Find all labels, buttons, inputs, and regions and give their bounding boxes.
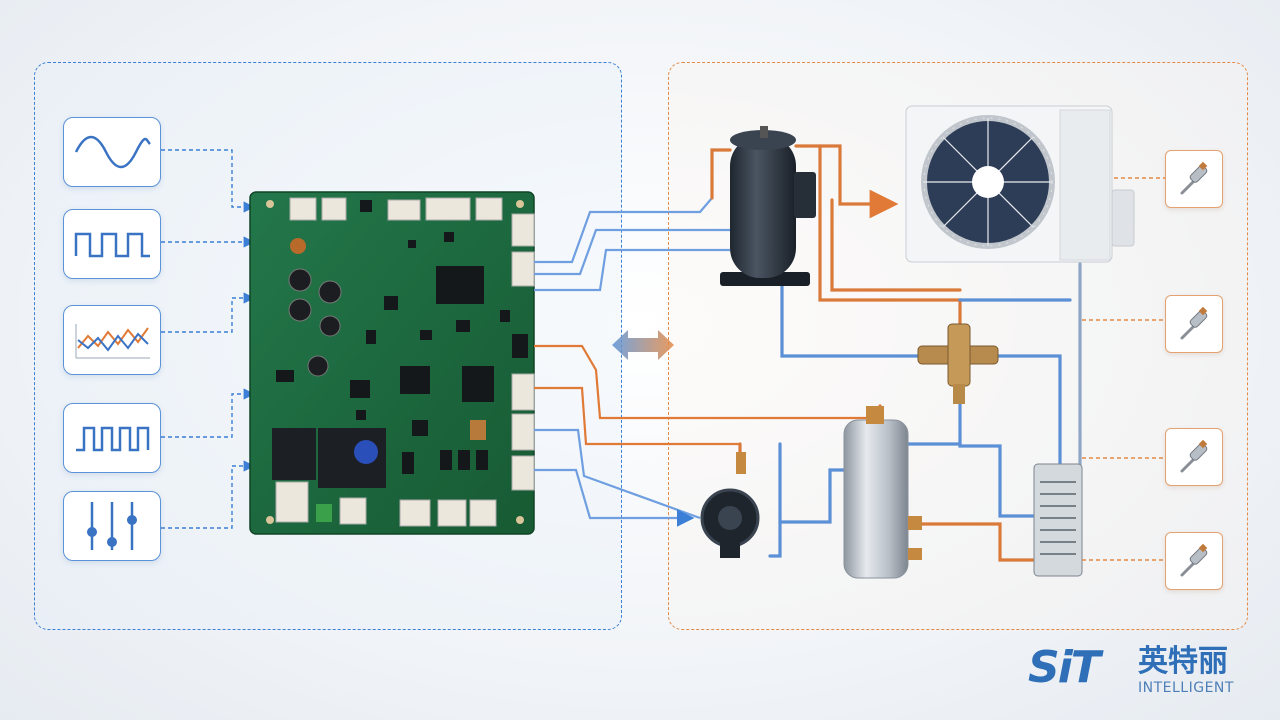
analog-multi-signal-card xyxy=(63,305,161,375)
pulse-wave-card xyxy=(63,403,161,473)
sensor-card xyxy=(1165,428,1223,486)
sensor-connectors xyxy=(1082,177,1165,561)
control-cables xyxy=(534,197,870,527)
plate-heat-exchanger xyxy=(1033,463,1083,577)
temperature-probe-icon xyxy=(1180,161,1208,195)
sine-wave-card xyxy=(63,117,161,187)
logo-name-en: INTELLIGENT xyxy=(1138,680,1234,696)
temperature-probe-icon xyxy=(1180,439,1208,473)
bidirectional-arrow-icon xyxy=(612,330,674,360)
pipes xyxy=(710,144,1082,562)
square-wave-card xyxy=(63,209,161,279)
sensor-card xyxy=(1165,532,1223,590)
sine-wave-icon xyxy=(74,135,151,169)
logo-mark: SiT xyxy=(1028,642,1101,693)
company-logo: SiT 英特丽 INTELLIGENT xyxy=(1028,642,1264,702)
temperature-probe-icon xyxy=(1180,306,1208,340)
compressor xyxy=(720,126,816,286)
signal-connectors xyxy=(161,149,255,529)
sensor-card xyxy=(1165,295,1223,353)
four-way-valve xyxy=(917,323,999,404)
sensor-card xyxy=(1165,150,1223,208)
slider-adjust-icon xyxy=(87,502,137,550)
square-wave-icon xyxy=(74,232,150,258)
logo-name-cn: 英特丽 xyxy=(1138,644,1228,679)
pulse-wave-icon xyxy=(76,426,150,452)
control-board xyxy=(249,191,535,535)
water-tank xyxy=(843,406,922,579)
temperature-probe-icon xyxy=(1180,543,1208,577)
water-pump xyxy=(700,452,760,558)
analog-multi-signal-icon xyxy=(75,324,150,359)
outdoor-fan-unit xyxy=(905,105,1135,263)
slider-adjust-card xyxy=(63,491,161,561)
